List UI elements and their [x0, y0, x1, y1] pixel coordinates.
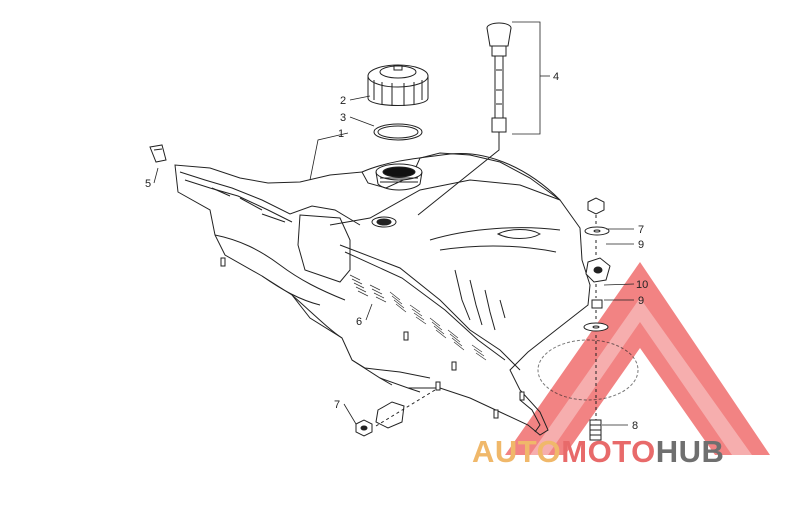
watermark-logo: AUTOMOTOHUB [472, 434, 724, 470]
callout-4: 4 [553, 71, 559, 83]
watermark-part-auto: AUTO [472, 434, 562, 469]
watermark-part-hub: HUB [655, 434, 725, 469]
callout-labels: 1 2 3 4 5 6 7 7 8 9 9 10 [145, 71, 648, 432]
callout-2: 2 [340, 95, 346, 107]
callout-9-lower: 9 [638, 295, 644, 307]
fuel-cap [367, 64, 429, 106]
callout-8: 8 [632, 420, 638, 432]
callout-7-lower: 7 [334, 399, 340, 411]
studs [220, 257, 525, 419]
callout-7-upper: 7 [638, 224, 644, 236]
callout-5: 5 [145, 178, 151, 190]
fuel-sender [417, 22, 512, 216]
watermark-part-moto: MOTO [561, 434, 656, 469]
leader-lines [153, 21, 635, 426]
callout-1: 1 [338, 128, 344, 140]
lower-nut [355, 389, 436, 437]
mount-pad [537, 339, 639, 401]
clip-part [149, 144, 167, 163]
sender-opening [371, 216, 397, 228]
gasket [373, 123, 423, 141]
grille-hatch [349, 274, 487, 361]
filler-neck [375, 163, 423, 191]
watermark-triangle [505, 262, 770, 455]
callout-3: 3 [340, 112, 346, 124]
callout-9-upper: 9 [638, 239, 644, 251]
hardware-stack [583, 197, 611, 441]
callout-6: 6 [356, 316, 362, 328]
callout-10: 10 [636, 279, 648, 291]
fuel-tank [174, 152, 591, 436]
